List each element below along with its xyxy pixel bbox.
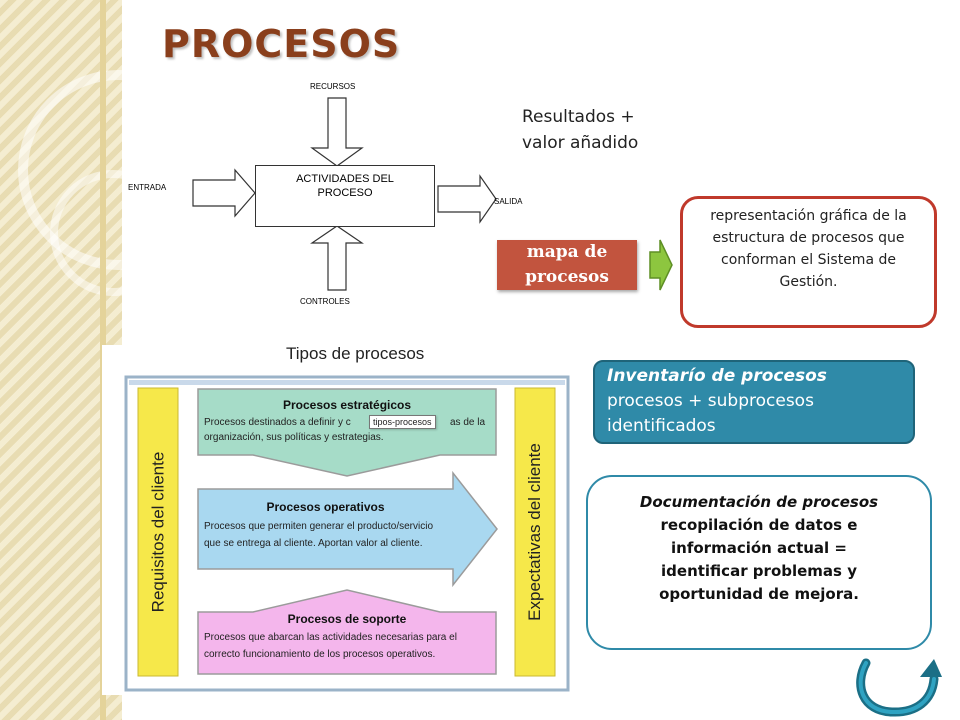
estrategicos-text1b: as de la bbox=[450, 417, 486, 428]
estrategicos-text1: Procesos destinados a definir y c bbox=[204, 417, 351, 428]
mapa-line1: mapa de bbox=[526, 242, 608, 262]
page-title: PROCESOS bbox=[162, 22, 401, 66]
operativos-text2: que se entrega al cliente. Aportan valor… bbox=[204, 538, 423, 549]
expectativas-label: Expectativas del cliente bbox=[525, 443, 544, 621]
representacion-box: representación gráfica de la estructura … bbox=[680, 196, 937, 328]
documentacion-line1: recopilación de datos e bbox=[660, 516, 858, 534]
recursos-label: RECURSOS bbox=[310, 82, 356, 91]
left-label-wrap: Requisitos del cliente bbox=[138, 388, 178, 676]
tipos-title: Tipos de procesos bbox=[286, 344, 425, 363]
resultados-line1: Resultados + bbox=[522, 107, 635, 127]
soporte-heading: Procesos de soporte bbox=[287, 612, 407, 626]
return-arrow-icon[interactable] bbox=[852, 655, 944, 717]
estrategicos-arrow bbox=[197, 388, 497, 477]
actividades-line2: PROCESO bbox=[317, 187, 373, 199]
left-side-bar bbox=[137, 387, 179, 677]
documentacion-line2: información actual = bbox=[671, 539, 847, 557]
soporte-arrow bbox=[197, 589, 497, 675]
documentacion-line3: identificar problemas y bbox=[661, 562, 857, 580]
salida-label: SALIDA bbox=[494, 197, 523, 206]
actividades-line1: ACTIVIDADES DEL bbox=[296, 173, 394, 185]
soporte-text1: Procesos que abarcan las actividades nec… bbox=[204, 632, 457, 643]
tipos-procesos-tooltip: tipos-procesos bbox=[369, 415, 436, 429]
inventario-box: Inventarío de procesos procesos + subpro… bbox=[593, 360, 915, 444]
operativos-text1: Procesos que permiten generar el product… bbox=[204, 521, 434, 532]
documentacion-box: Documentación de procesos recopilación d… bbox=[586, 475, 932, 650]
inventario-line2: procesos + subprocesos bbox=[607, 391, 814, 411]
decorative-ring bbox=[50, 170, 176, 296]
operativos-arrow bbox=[197, 470, 498, 588]
resultados-line2: valor añadido bbox=[522, 133, 639, 153]
mapa-line2: procesos bbox=[525, 267, 609, 287]
soporte-text2: correcto funcionamiento de los procesos … bbox=[204, 649, 436, 660]
entrada-label: ENTRADA bbox=[128, 183, 167, 192]
actividades-box: ACTIVIDADES DEL PROCESO bbox=[255, 165, 435, 227]
estrategicos-heading: Procesos estratégicos bbox=[282, 398, 412, 412]
right-label-wrap: Expectativas del cliente bbox=[515, 388, 555, 676]
controles-label: CONTROLES bbox=[300, 297, 350, 306]
estrategicos-text2: organización, sus políticas y estrategia… bbox=[204, 432, 384, 443]
operativos-heading: Procesos operativos bbox=[266, 500, 385, 514]
green-arrow-icon bbox=[649, 239, 673, 291]
documentacion-line4: oportunidad de mejora. bbox=[659, 585, 859, 603]
inventario-title: Inventarío de procesos bbox=[607, 366, 827, 386]
right-side-bar bbox=[514, 387, 556, 677]
inventario-line3: identificados bbox=[607, 416, 716, 436]
requisitos-label: Requisitos del cliente bbox=[148, 451, 167, 613]
decorative-strip bbox=[0, 0, 218, 720]
mapa-de-procesos-box: mapa de procesos bbox=[497, 240, 637, 290]
documentacion-title: Documentación de procesos bbox=[639, 493, 879, 511]
resultados-text: Resultados + valor añadido bbox=[522, 104, 682, 156]
